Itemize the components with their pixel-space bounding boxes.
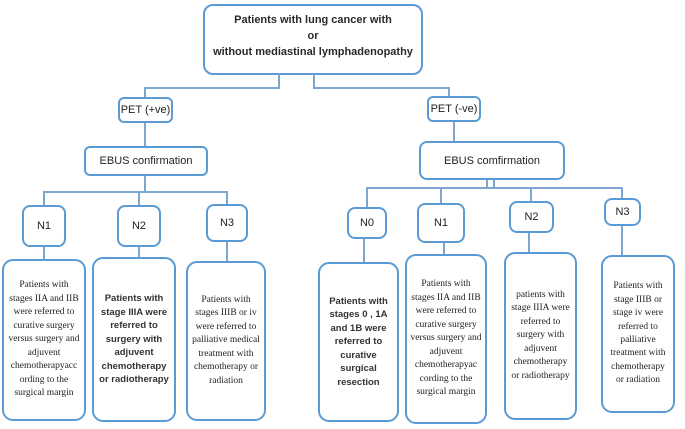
connector bbox=[144, 87, 146, 98]
ebus-confirmation-right-node: EBUS comfirmation bbox=[419, 141, 565, 180]
outcome-node-right-n1: Patients with stages IIA and IIB were re… bbox=[405, 254, 487, 424]
connector bbox=[621, 226, 623, 255]
connector bbox=[43, 191, 45, 205]
connector bbox=[313, 87, 450, 89]
connector bbox=[486, 180, 488, 188]
stage-node-right-n2: N2 bbox=[509, 201, 554, 233]
connector bbox=[144, 87, 280, 89]
connector bbox=[366, 187, 368, 207]
outcome-node-right-n0: Patients with stages 0 , 1A and 1B were … bbox=[318, 262, 399, 422]
connector bbox=[453, 122, 455, 141]
connector bbox=[144, 176, 146, 192]
stage-node-left-n2: N2 bbox=[117, 205, 161, 247]
connector bbox=[144, 123, 146, 146]
connector bbox=[138, 191, 140, 205]
outcome-node-left-n2: Patients with stage IIIA were referred t… bbox=[92, 257, 176, 422]
outcome-node-right-n2: patients with stage IIIA were referred t… bbox=[504, 252, 577, 420]
outcome-node-right-n3: Patients with stage IIIB or stage iv wer… bbox=[601, 255, 675, 413]
connector bbox=[278, 74, 280, 88]
connector bbox=[443, 243, 445, 254]
connector bbox=[493, 180, 495, 188]
outcome-node-left-n1: Patients with stages IIA and IIB were re… bbox=[2, 259, 86, 421]
outcome-node-left-n3: Patients with stages IIIB or iv were ref… bbox=[186, 261, 266, 421]
stage-node-right-n1: N1 bbox=[417, 203, 465, 243]
connector bbox=[448, 87, 450, 97]
stage-node-right-n3: N3 bbox=[604, 198, 641, 226]
connector bbox=[138, 247, 140, 257]
ebus-confirmation-left-node: EBUS confirmation bbox=[84, 146, 208, 176]
root-node-patients-lung-cancer: Patients with lung cancer with or withou… bbox=[203, 4, 423, 75]
stage-node-left-n3: N3 bbox=[206, 204, 248, 242]
connector bbox=[621, 187, 623, 198]
connector bbox=[43, 247, 45, 259]
stage-node-left-n1: N1 bbox=[22, 205, 66, 247]
connector bbox=[440, 187, 442, 203]
connector bbox=[43, 191, 228, 193]
connector bbox=[366, 187, 623, 189]
stage-node-right-n0: N0 bbox=[347, 207, 387, 239]
connector bbox=[530, 187, 532, 201]
connector bbox=[226, 242, 228, 261]
pet-negative-node: PET (-ve) bbox=[427, 96, 481, 122]
pet-positive-node: PET (+ve) bbox=[118, 97, 173, 123]
connector bbox=[313, 74, 315, 88]
connector bbox=[363, 239, 365, 262]
connector bbox=[528, 233, 530, 252]
connector bbox=[226, 191, 228, 204]
